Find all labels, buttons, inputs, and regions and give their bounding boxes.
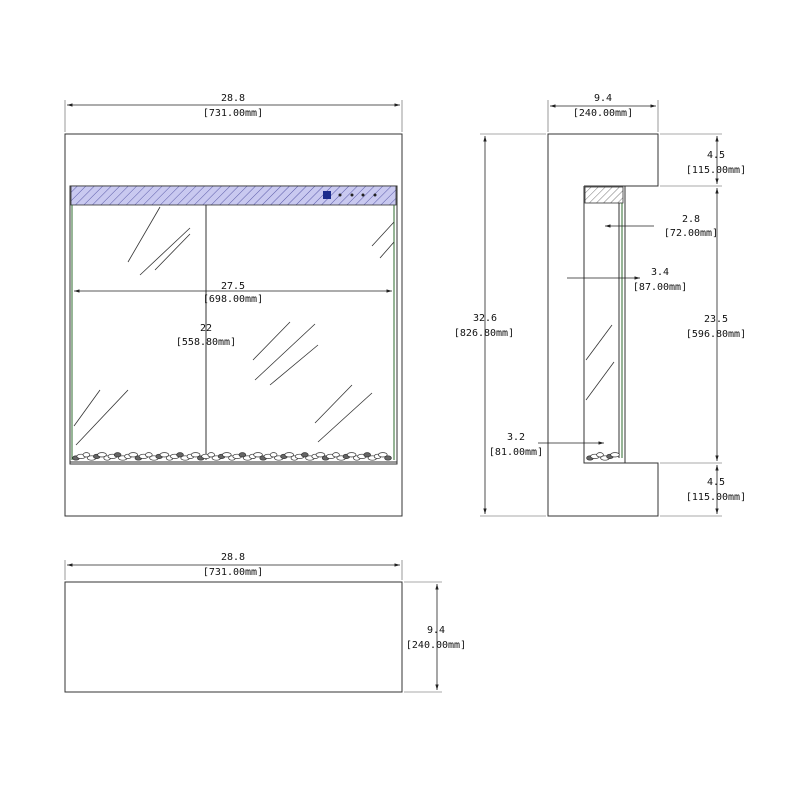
stone-icon [145, 452, 153, 458]
top-depth-mm: [240.00mm] [406, 640, 466, 651]
front-outer-frame [64, 133, 403, 517]
stone-icon [82, 452, 91, 458]
side-view: 9.4 [240.00mm] 32.6 [826.80mm] 4.5 [115.… [454, 93, 746, 517]
front-view: 28.8 [731.00mm] [64, 93, 403, 517]
glass-depth-value: 3.4 [651, 267, 669, 278]
side-ember-stones [586, 452, 620, 461]
glass-height-mm: [558.80mm] [176, 337, 236, 348]
control-panel-icon [323, 191, 331, 199]
stone-icon [113, 452, 122, 458]
insert-height-value: 23.5 [704, 314, 728, 325]
base-depth-value: 3.2 [507, 432, 525, 443]
side-reflection [585, 361, 615, 401]
top-frame-value: 4.5 [707, 150, 725, 161]
glass-width-mm: [698.00mm] [203, 294, 263, 305]
stone-icon [378, 452, 388, 458]
stone-icon [269, 452, 278, 458]
glass-depth-mm: [87.00mm] [633, 282, 687, 293]
ember-stones [72, 452, 392, 461]
stone-icon [190, 452, 201, 458]
glass-height-value: 22 [200, 323, 212, 334]
side-depth-mm: [240.00mm] [573, 108, 633, 119]
header-depth-mm: [72.00mm] [664, 228, 718, 239]
insert-height-mm: [596.80mm] [686, 329, 746, 340]
stone-icon [363, 452, 371, 458]
stone-icon [610, 452, 620, 458]
side-header-hatch [584, 186, 624, 204]
control-dot-icon [361, 193, 365, 197]
side-height-value: 32.6 [473, 313, 497, 324]
stone-icon [301, 452, 309, 458]
stone-icon [97, 452, 107, 458]
top-view: 28.8 [731.00mm] 9.4 [240.00mm] [64, 552, 466, 693]
stone-icon [159, 452, 170, 458]
stone-icon [332, 452, 340, 458]
front-width-mm: [731.00mm] [203, 108, 263, 119]
front-insert [69, 185, 398, 465]
base-depth-mm: [81.00mm] [489, 447, 543, 458]
glass-width-value: 27.5 [221, 281, 245, 292]
top-width-mm: [731.00mm] [203, 567, 263, 578]
side-depth-value: 9.4 [594, 93, 612, 104]
stone-icon [207, 452, 215, 458]
front-width-value: 28.8 [221, 93, 245, 104]
glass-reflections [73, 206, 395, 446]
stone-icon [238, 452, 247, 458]
stone-icon [346, 452, 357, 458]
top-frame-mm: [115.00mm] [686, 165, 746, 176]
stone-icon [253, 452, 263, 458]
control-dot-icon [350, 193, 354, 197]
top-outline [64, 581, 403, 693]
front-header-hatch [70, 185, 397, 206]
stone-icon [284, 452, 294, 458]
control-dot-icon [338, 193, 342, 197]
bottom-frame-mm: [115.00mm] [686, 492, 746, 503]
side-height-mm: [826.80mm] [454, 328, 514, 339]
stone-icon [315, 452, 326, 458]
stone-icon [128, 452, 138, 458]
top-width-value: 28.8 [221, 552, 245, 563]
control-dot-icon [373, 193, 377, 197]
stone-icon [596, 452, 604, 458]
header-depth-value: 2.8 [682, 214, 700, 225]
stone-icon [384, 455, 392, 461]
side-reflection [585, 324, 613, 361]
bottom-frame-value: 4.5 [707, 477, 725, 488]
stone-icon [222, 452, 232, 458]
top-depth-value: 9.4 [427, 625, 445, 636]
stone-icon [176, 452, 184, 458]
